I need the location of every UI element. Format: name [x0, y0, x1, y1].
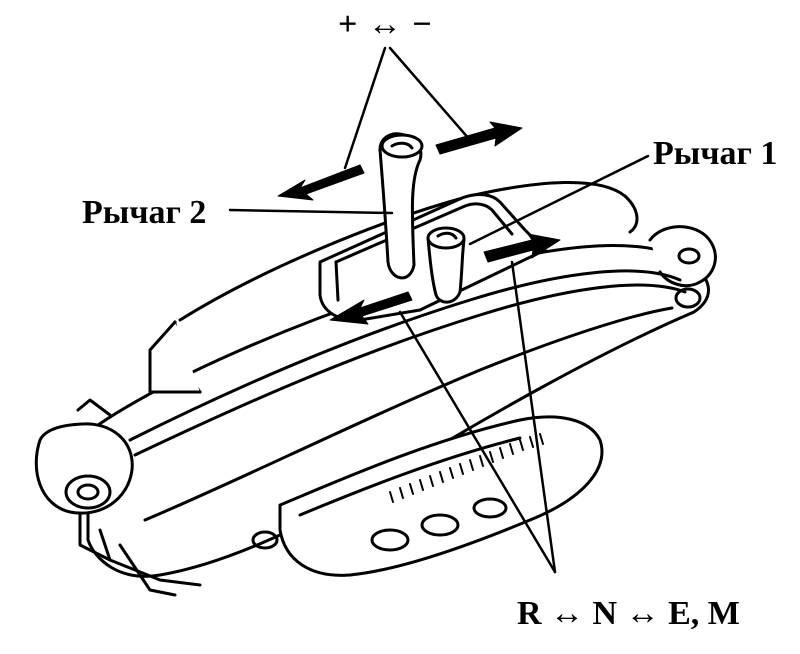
arrow-down-left-icon: [329, 291, 413, 325]
selector-dial: [278, 415, 604, 577]
plus-minus-arrows: [277, 121, 523, 201]
gear-positions-label: R ↔ N ↔ E, M: [517, 595, 740, 632]
lever-2-label: Рычаг 2: [82, 194, 207, 231]
arrow-left-icon: [277, 164, 365, 201]
lever-1-label: Рычаг 1: [653, 135, 778, 172]
position-arrows: [329, 233, 561, 325]
arrow-up-right-icon: [483, 233, 561, 263]
lever-1: [426, 226, 466, 304]
plus-minus-label: + ↔ −: [338, 6, 433, 43]
selector-housing: [34, 180, 717, 597]
arrow-right-icon: [435, 121, 523, 155]
lever-2: [378, 132, 424, 280]
leader-lines: [228, 46, 650, 574]
